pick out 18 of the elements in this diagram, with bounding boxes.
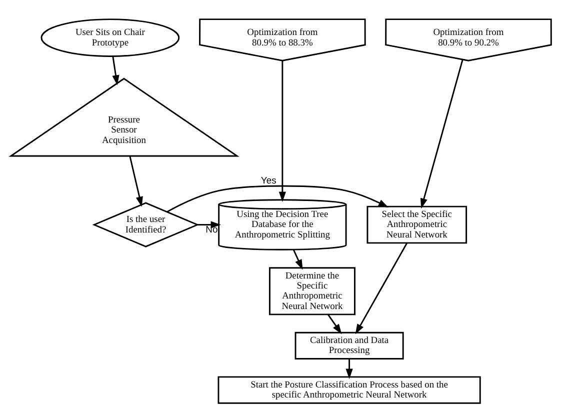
arrow bbox=[278, 60, 286, 202]
node-box: Calibration and Data Processing bbox=[294, 332, 404, 360]
arrow bbox=[292, 249, 303, 270]
node-box: Determine the Specific Anthropometric Neural Network bbox=[268, 267, 356, 316]
node-diamond: Is the user Identified? bbox=[92, 202, 200, 248]
edge-label: No bbox=[206, 224, 218, 236]
arrow bbox=[166, 185, 389, 212]
edge-label: Yes bbox=[260, 175, 276, 186]
node-ellipse: User Sits on Chair Prototype bbox=[40, 18, 180, 57]
arrow bbox=[346, 358, 353, 379]
arrow bbox=[112, 56, 120, 86]
arrow bbox=[198, 221, 221, 228]
node-box: Start the Posture Classification Process based on the specific Anthropometric Neural Network bbox=[218, 376, 481, 404]
node-box: Select the Specific Anthropometric Neural Network bbox=[366, 206, 468, 244]
arrow bbox=[129, 156, 143, 207]
arrow bbox=[328, 314, 342, 334]
arrow bbox=[420, 60, 464, 209]
arrow bbox=[355, 242, 408, 334]
